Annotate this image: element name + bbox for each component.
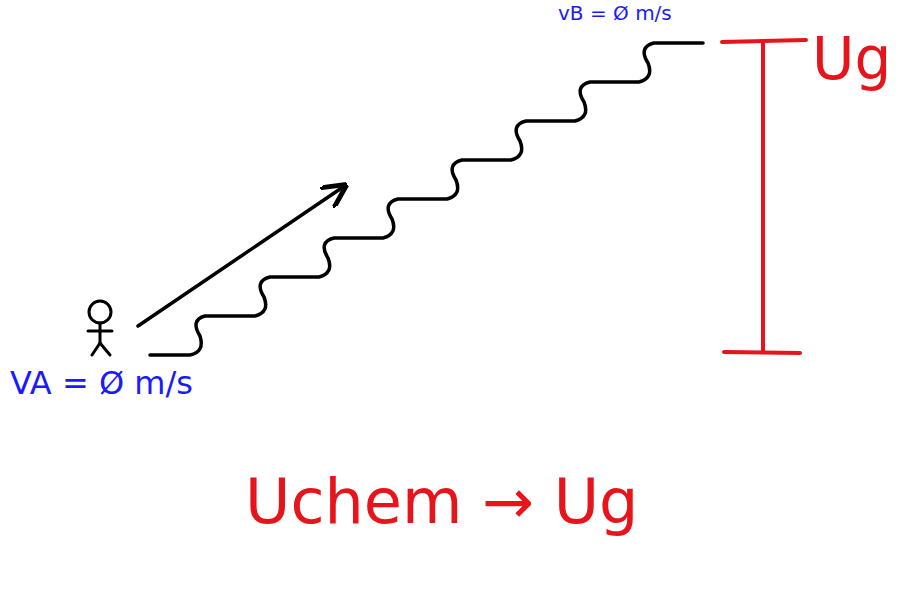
staircase (150, 43, 703, 355)
velocity-label: VA = Ø m/s (10, 366, 193, 401)
velocity-label: vB = Ø m/s (558, 2, 672, 24)
stick-figure (88, 301, 112, 355)
motion-arrow (138, 187, 343, 326)
height-bracket (722, 40, 806, 353)
energy-conversion-label: Uchem → Ug (245, 468, 638, 536)
energy-label: Ug (812, 28, 891, 92)
